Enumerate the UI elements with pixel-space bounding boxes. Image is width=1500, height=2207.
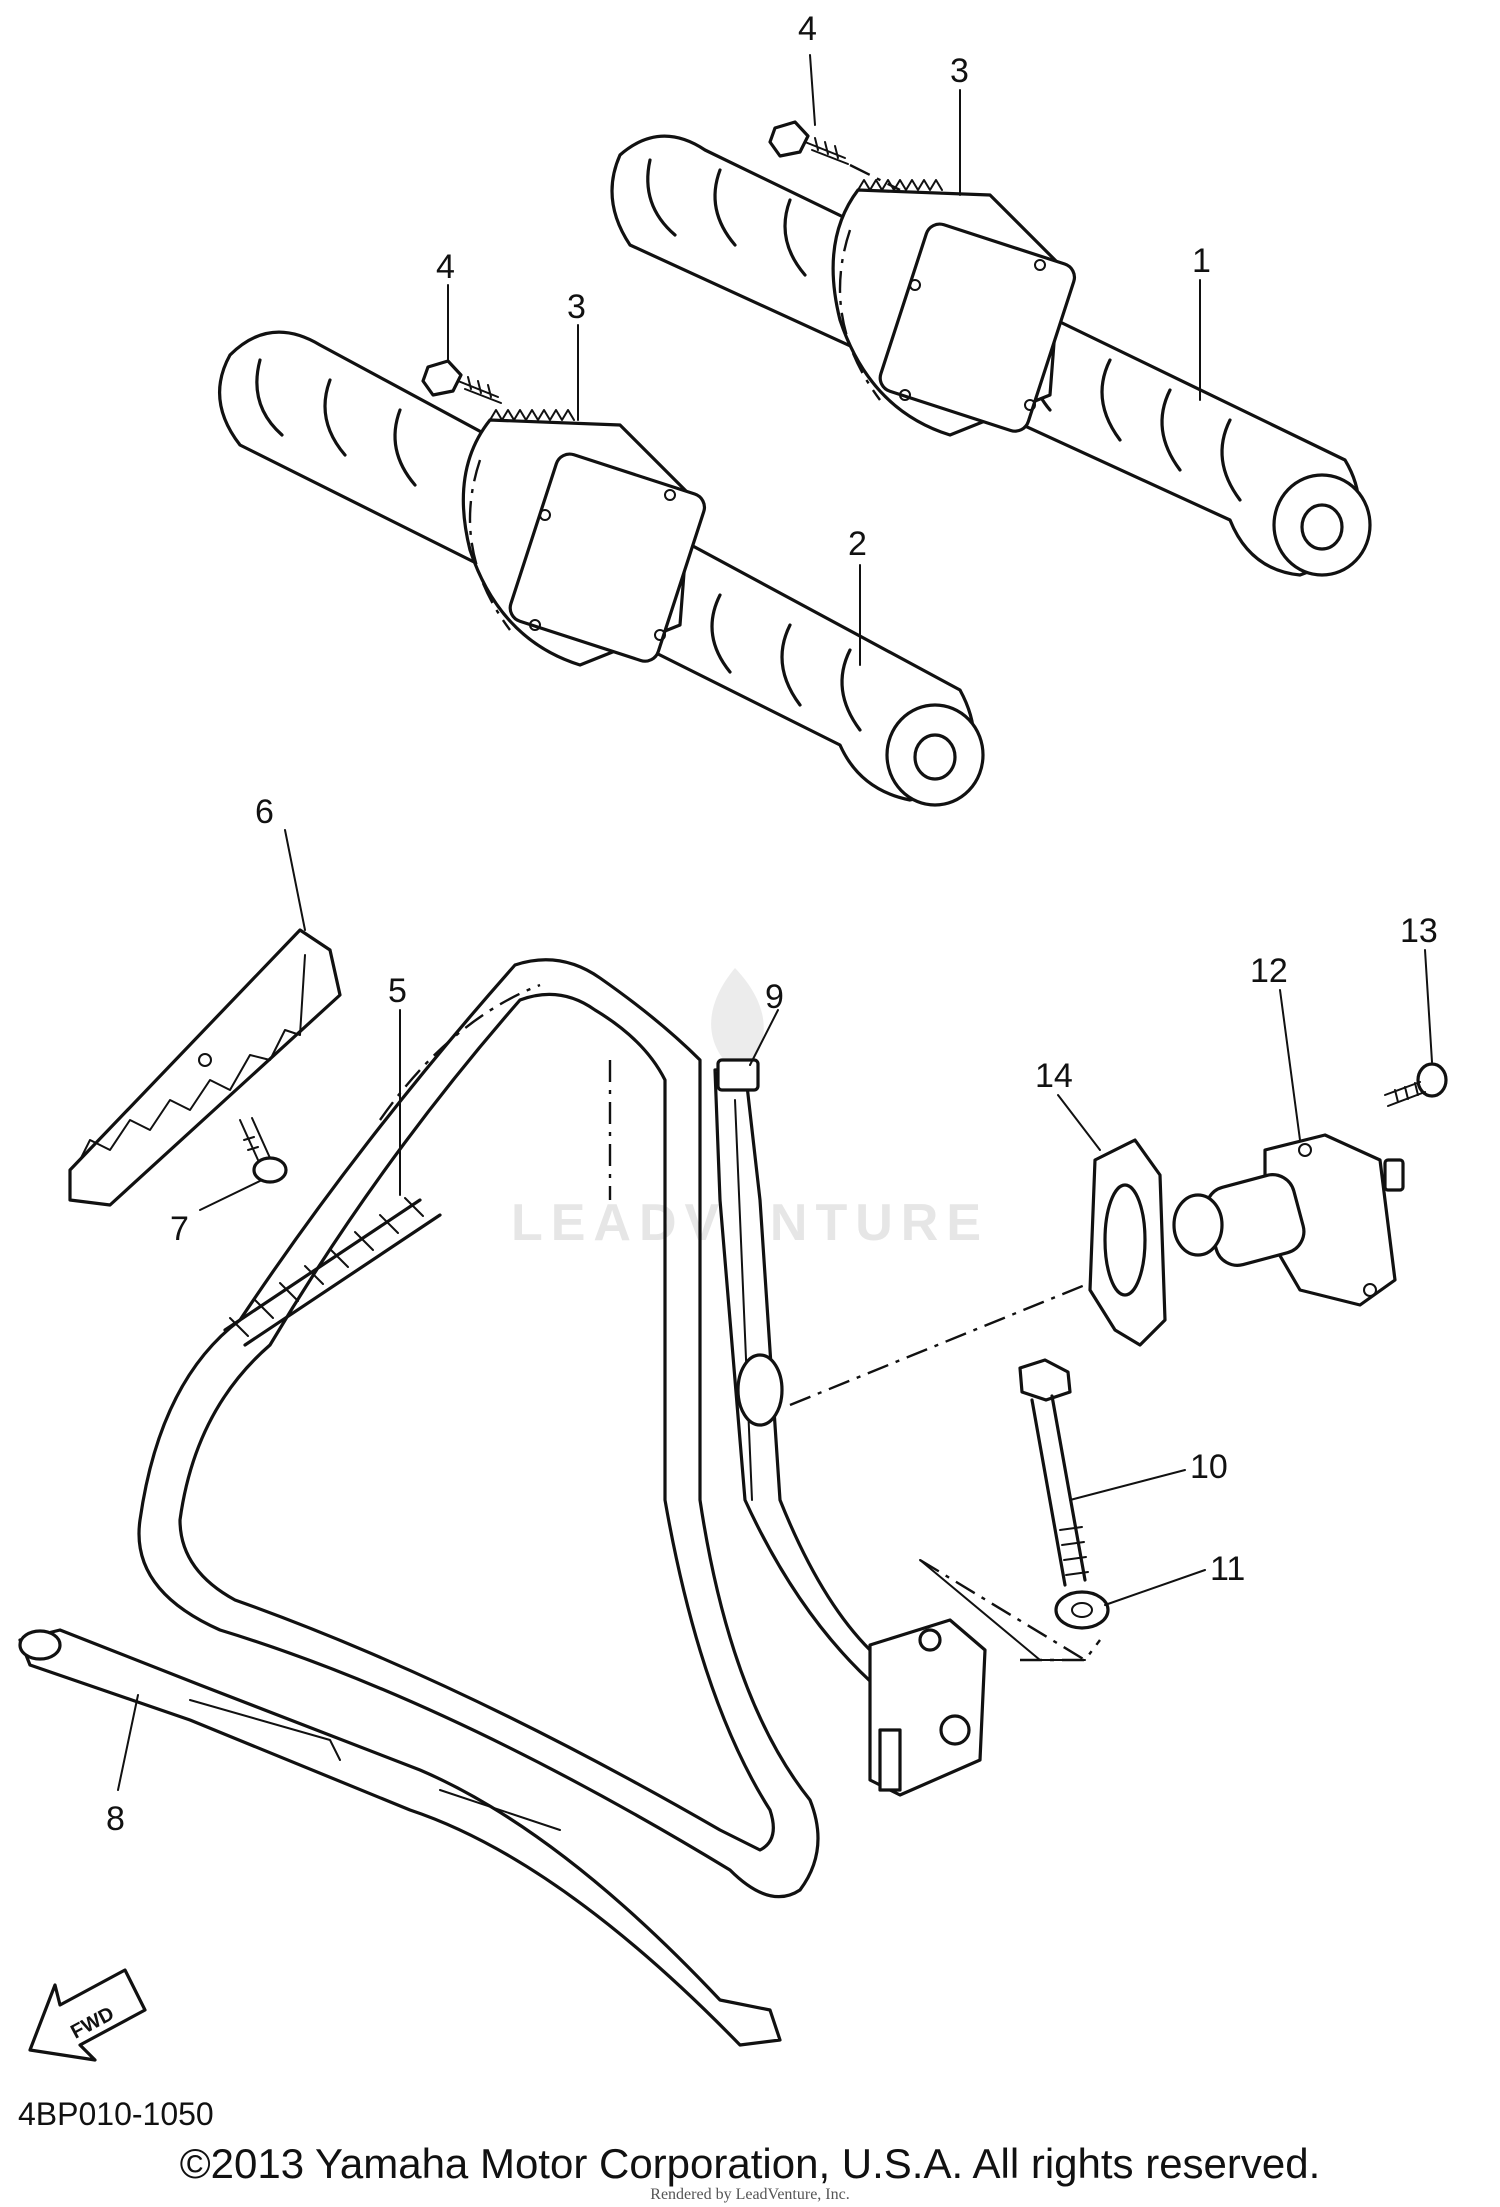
callout-1: 1 — [1192, 242, 1211, 280]
gasket-alignment-line — [789, 1283, 1086, 1407]
callout-6: 6 — [255, 793, 274, 831]
rendered-by-note: Rendered by LeadVenture, Inc. — [650, 2186, 850, 2203]
sprocket-bolt-upper — [768, 120, 901, 192]
pivot-bolt — [1018, 1358, 1089, 1587]
tensioner-gasket — [1088, 1138, 1167, 1347]
callout-13: 13 — [1400, 912, 1438, 950]
callout-7: 7 — [170, 1210, 189, 1248]
camshaft-intake — [218, 330, 985, 807]
pivot-bracket-line — [919, 1559, 1086, 1661]
washer — [1054, 1590, 1110, 1630]
callout-12: 12 — [1250, 952, 1288, 990]
callout-2: 2 — [848, 525, 867, 563]
cam-chain-tensioner — [1172, 1133, 1405, 1307]
washer-alignment-line — [1020, 1639, 1101, 1662]
tensioner-bolt — [1384, 1062, 1448, 1107]
callout-5: 5 — [388, 972, 407, 1010]
tensioner-guide-pivot — [868, 1618, 987, 1797]
callout-4-lower: 4 — [436, 248, 455, 286]
leader-lines — [117, 54, 1433, 1791]
callout-14: 14 — [1035, 1057, 1073, 1095]
camshaft-exhaust — [610, 134, 1372, 577]
callout-11: 11 — [1210, 1550, 1245, 1588]
callout-3-upper: 3 — [950, 52, 969, 90]
callout-8: 8 — [106, 1800, 125, 1838]
chain-guide-front — [18, 1628, 782, 2047]
bolt-alignment-line — [919, 1558, 1086, 1662]
chain-link-detail — [223, 1197, 442, 1347]
guide-bolt — [239, 1117, 288, 1184]
forward-arrow-icon: FWD — [28, 1968, 147, 2062]
callout-3-lower: 3 — [567, 288, 586, 326]
callout-9: 9 — [765, 978, 784, 1016]
callout-4-upper: 4 — [798, 10, 817, 48]
chain-tensioner-guide — [713, 1058, 892, 1692]
sprocket-bolt-lower — [421, 359, 502, 404]
chain-guide-upper — [68, 928, 342, 1207]
copyright-notice: ©2013 Yamaha Motor Corporation, U.S.A. A… — [179, 2140, 1321, 2187]
diagram-part-code: 4BP010-1050 — [18, 2096, 214, 2132]
callout-10: 10 — [1190, 1448, 1228, 1486]
callout-labels: 1 2 3 3 4 4 5 6 7 8 9 10 11 12 13 14 — [106, 10, 1438, 1838]
